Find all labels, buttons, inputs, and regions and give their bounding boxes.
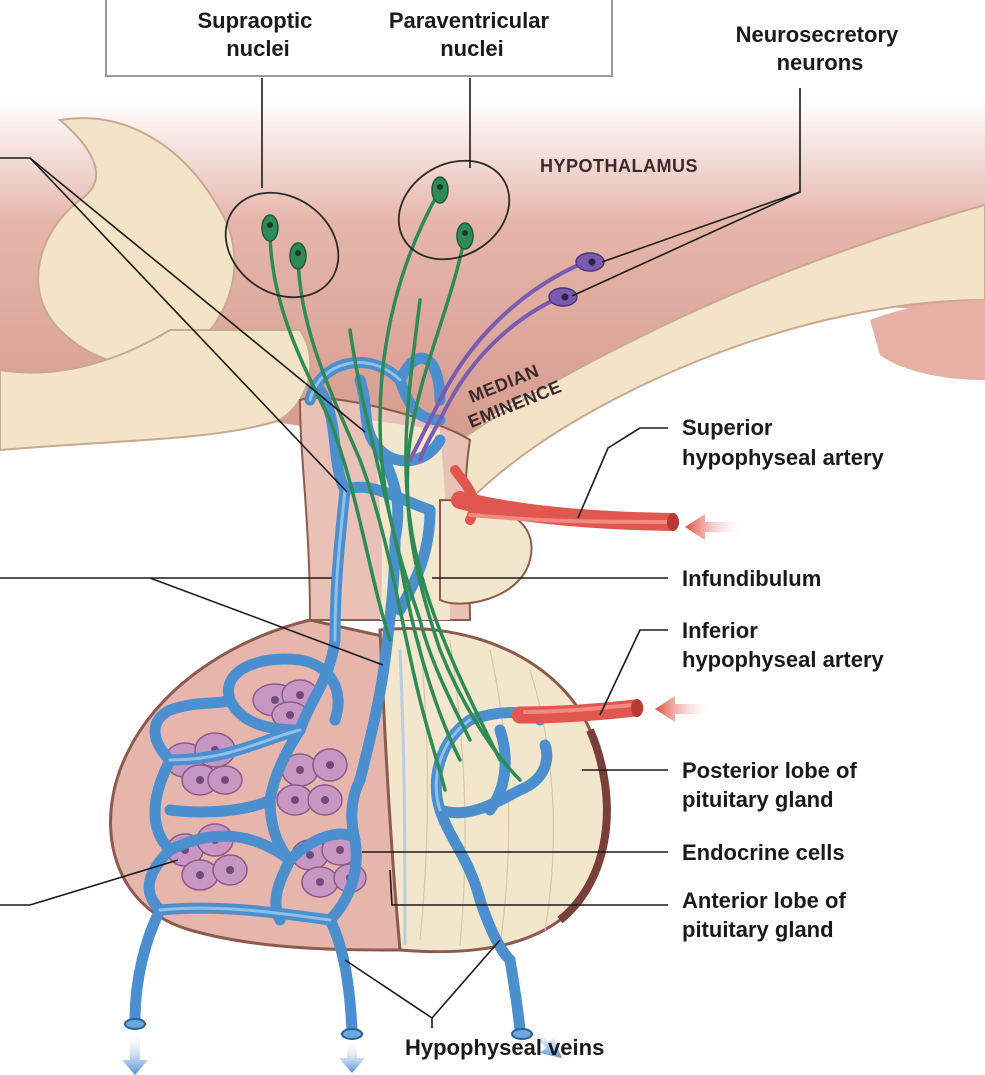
venous-flow-arrow xyxy=(339,1040,365,1073)
hypophyseal-veins-label: Hypophyseal veins xyxy=(405,1035,604,1060)
hypothalamus-label: HYPOTHALAMUS xyxy=(540,156,698,176)
infundibulum-label: Infundibulum xyxy=(682,566,821,591)
arterial-flow-arrow xyxy=(685,514,745,540)
anterior-lobe-label: Anterior lobe of pituitary gland xyxy=(682,888,852,942)
endocrine-cells-label: Endocrine cells xyxy=(682,840,845,865)
inferior-hypophyseal-artery-label: Inferior hypophyseal artery xyxy=(682,618,885,672)
arterial-flow-arrow xyxy=(655,696,715,722)
superior-hypophyseal-artery-label: Superior hypophyseal artery xyxy=(682,415,885,470)
posterior-lobe-label: Posterior lobe of pituitary gland xyxy=(682,758,863,812)
venous-flow-arrow xyxy=(122,1030,148,1075)
right-lobe-tissue xyxy=(870,300,985,380)
neurosecretory-neurons-label: Neurosecretory neurons xyxy=(736,22,905,75)
